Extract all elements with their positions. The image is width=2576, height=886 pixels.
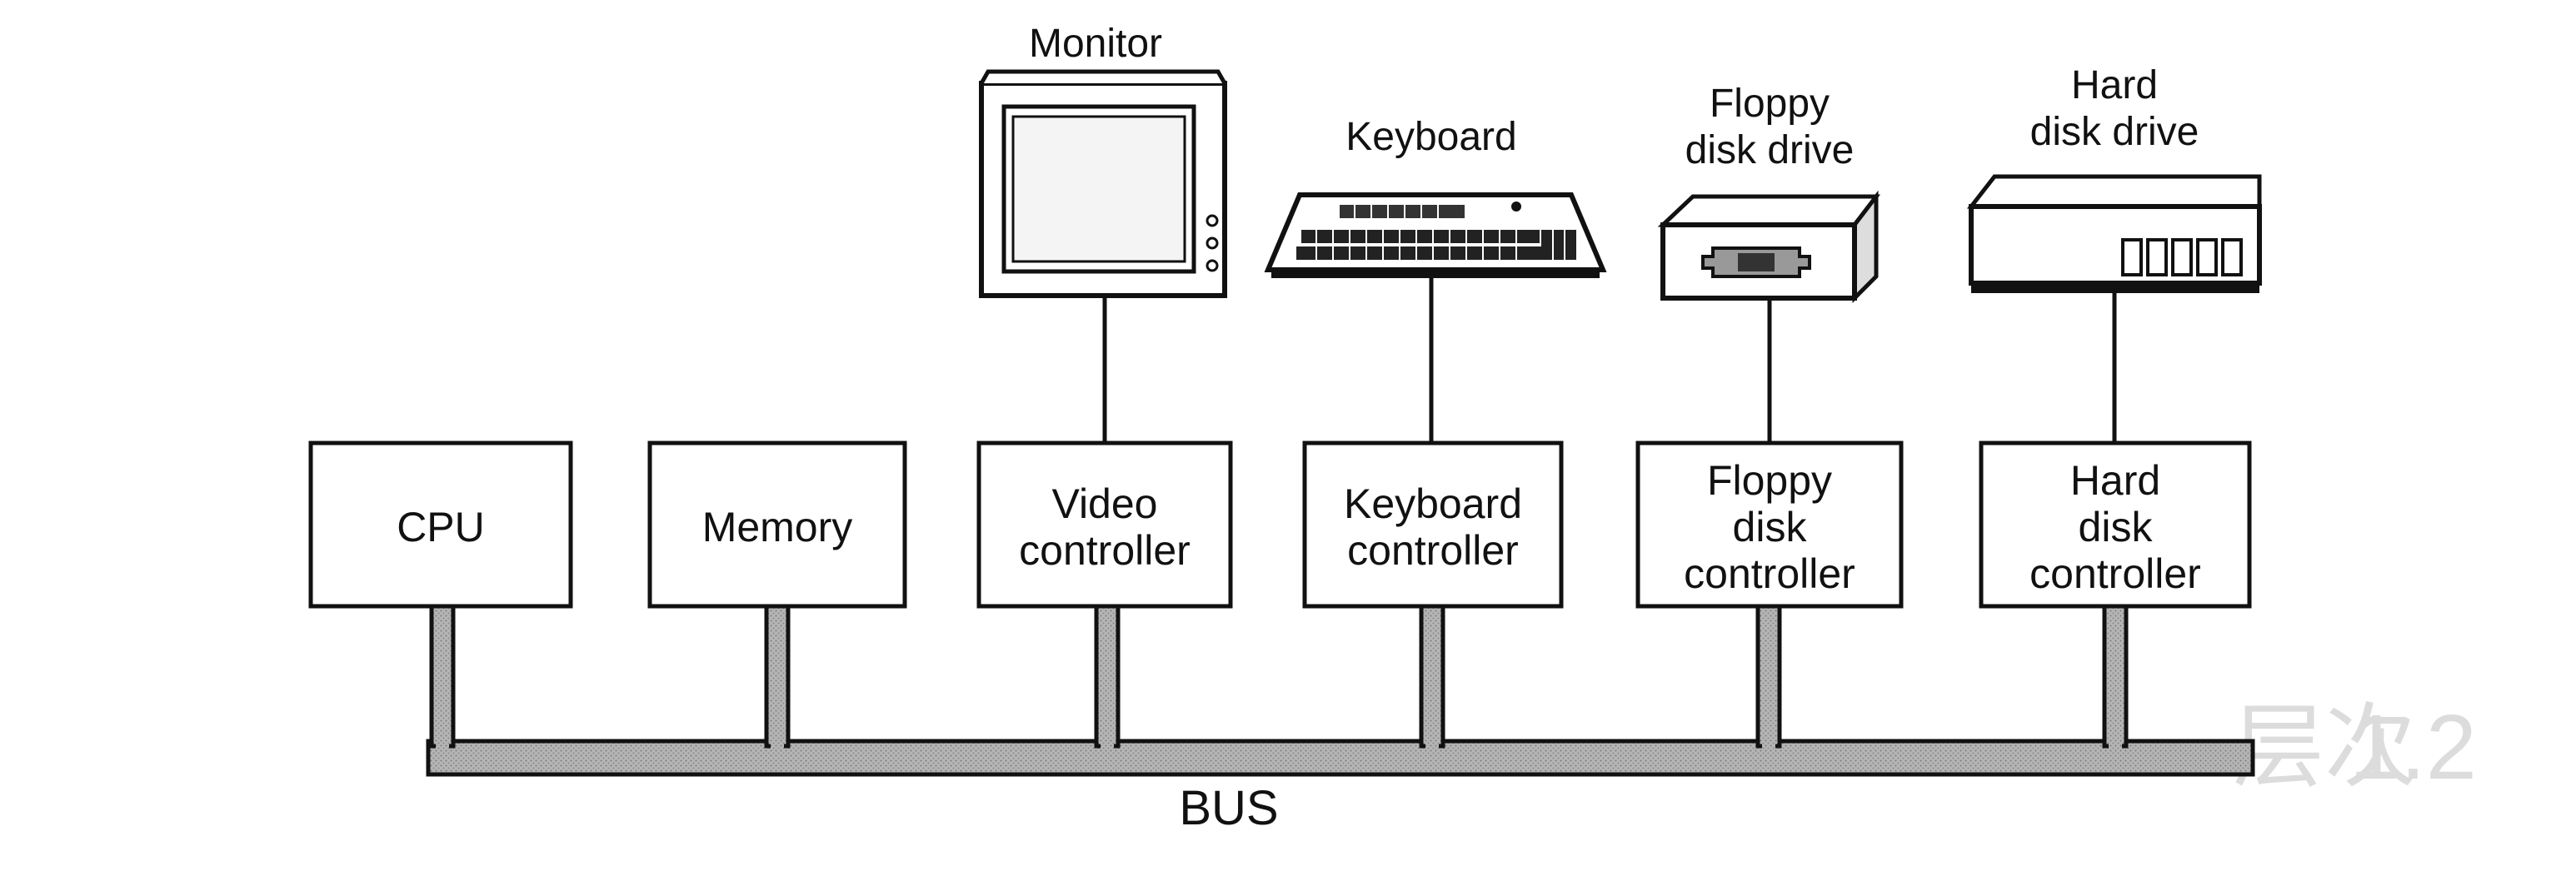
keyboard-device-label: Keyboard	[1345, 115, 1516, 159]
floppy-controller-label-line1: Floppy	[1707, 457, 1832, 504]
keyboard-controller-box	[1302, 441, 1564, 609]
floppy-controller-box	[1635, 441, 1904, 609]
monitor-icon	[979, 69, 1227, 298]
memory-box	[647, 441, 907, 609]
hard-disk-controller-box	[1979, 441, 2252, 609]
keyboard-controller-label-line1: Keyboard	[1344, 480, 1522, 527]
hard-drive-label-line2: disk drive	[2030, 110, 2199, 154]
floppy-drive-label-line2: disk drive	[1685, 128, 1855, 172]
hard-controller-label-line2: disk	[2079, 504, 2154, 550]
video-controller-label-line1: Video	[1052, 480, 1158, 527]
background-heading: 1.2	[2349, 696, 2477, 799]
hard-controller-label-line3: controller	[2029, 550, 2201, 597]
memory-label: Memory	[702, 504, 853, 550]
cpu-label: CPU	[397, 504, 485, 550]
hard-drive-label-line1: Hard	[2071, 63, 2158, 107]
controller-boxes	[308, 441, 2252, 609]
keyboard-controller-label-line2: controller	[1347, 527, 1519, 574]
keyboard-icon	[1264, 192, 1607, 278]
bus-label: BUS	[1179, 781, 1278, 835]
floppy-controller-label-line2: disk	[1733, 504, 1808, 550]
system-bus	[426, 604, 2255, 777]
hard-controller-label-line1: Hard	[2070, 457, 2160, 504]
cpu-box	[308, 441, 573, 609]
device-connectors	[1102, 275, 2117, 443]
video-controller-label-line2: controller	[1019, 527, 1191, 574]
floppy-drive-label-line1: Floppy	[1710, 82, 1830, 126]
hard-disk-drive-icon	[1966, 174, 2262, 293]
floppy-controller-label-line3: controller	[1684, 550, 1855, 597]
floppy-drive-icon	[1657, 190, 1881, 304]
video-controller-box	[976, 441, 1233, 609]
background-fragment: 层次	[2233, 696, 2416, 799]
monitor-label: Monitor	[1029, 22, 1162, 66]
